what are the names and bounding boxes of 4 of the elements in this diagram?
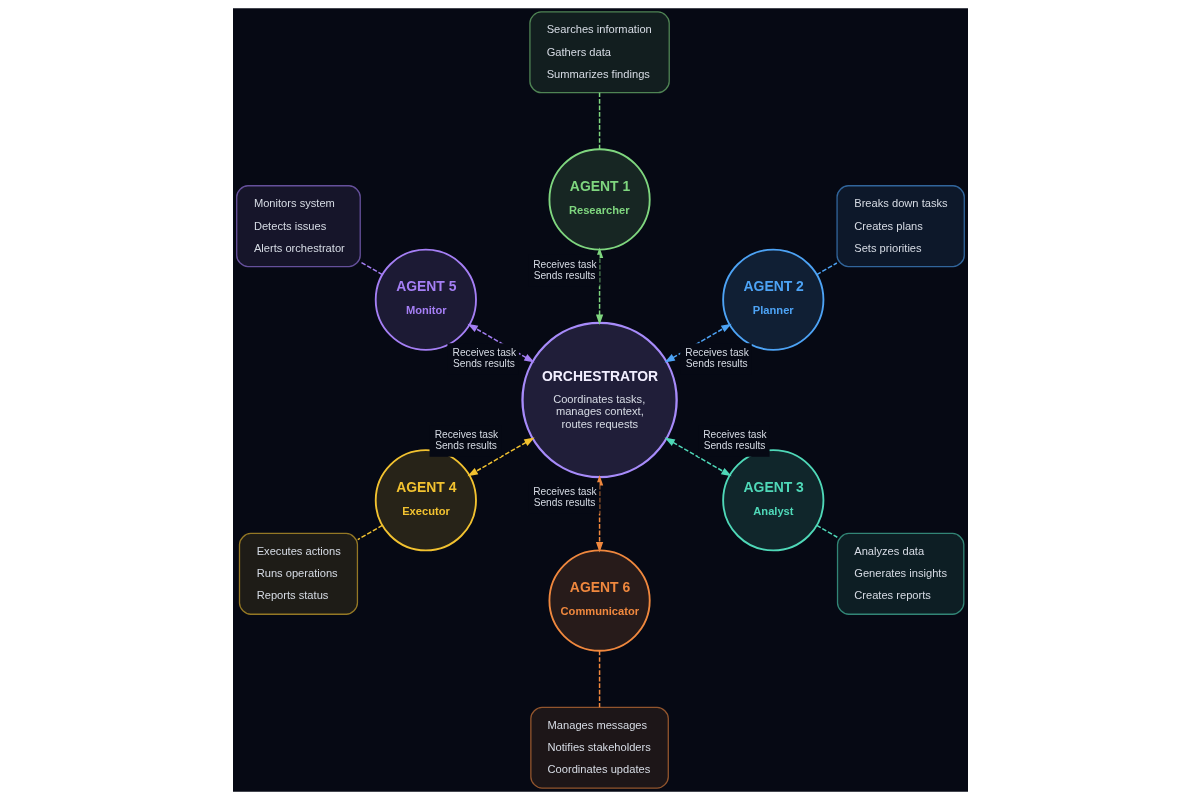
edge-label: Receives task Sends results	[532, 258, 597, 281]
edge-label: Receives task Sends results	[434, 429, 498, 452]
edge-label: Receives task Sends results	[702, 429, 767, 452]
edge-label: Receives task Sends results	[532, 485, 597, 509]
